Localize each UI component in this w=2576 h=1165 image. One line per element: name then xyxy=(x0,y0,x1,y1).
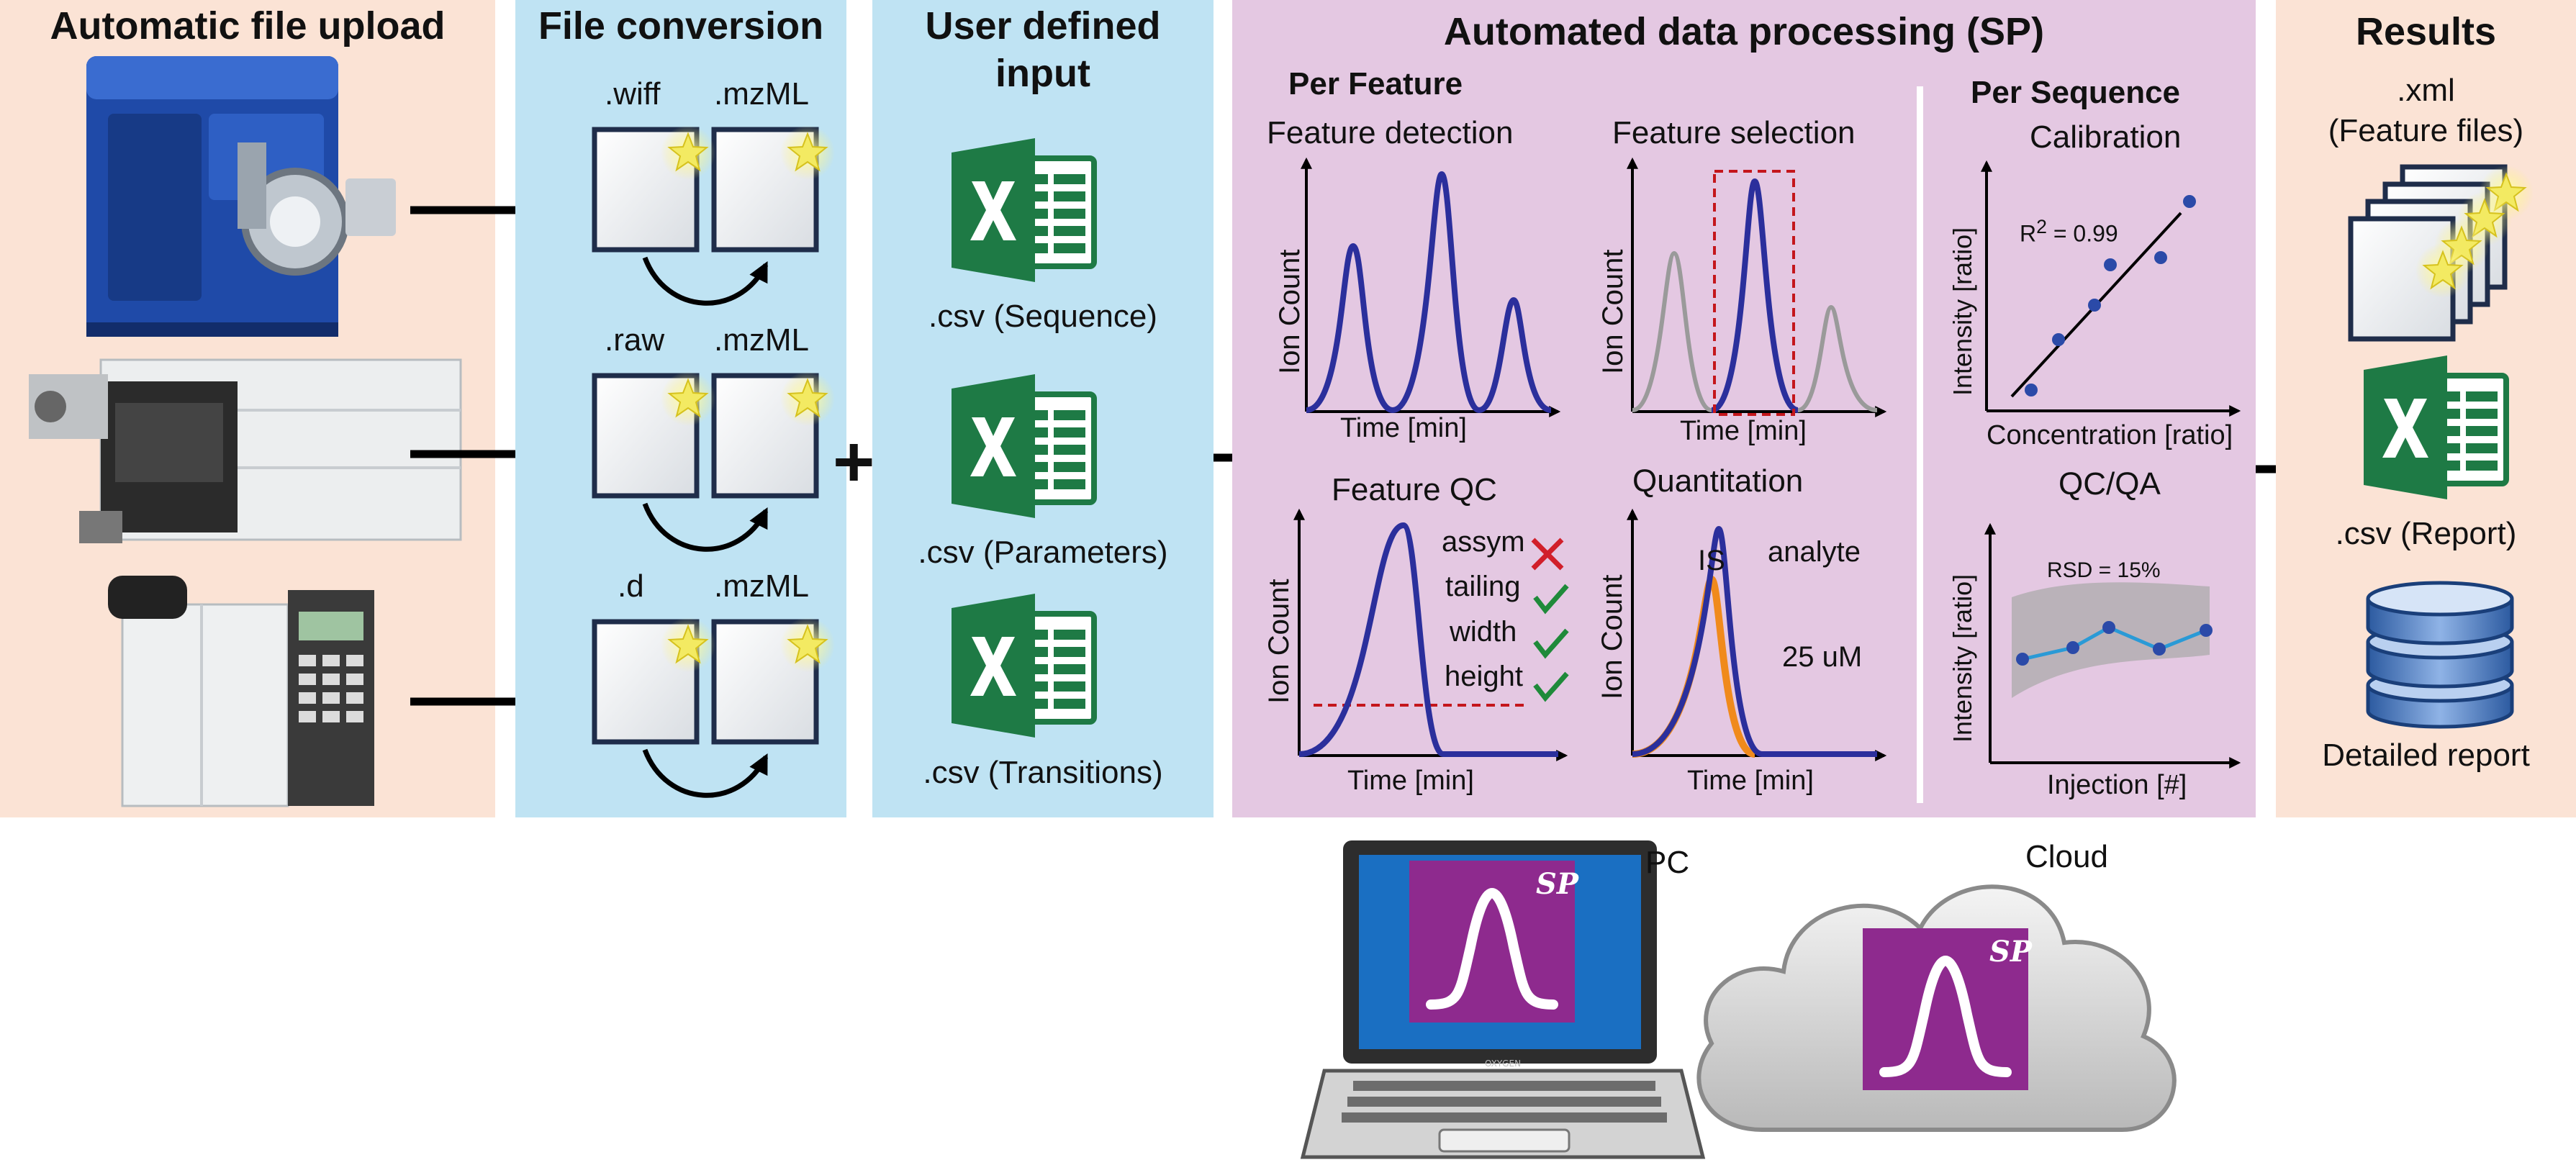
star-icon xyxy=(660,617,716,673)
y-axis-label: Ion Count xyxy=(1597,249,1629,374)
gc-instrument-icon xyxy=(108,576,374,807)
source-ext-label: .raw xyxy=(605,322,665,358)
per-feature-heading: Per Feature xyxy=(1288,66,1463,101)
panel-title: File conversion xyxy=(538,4,824,47)
y-axis-label: Ion Count xyxy=(1596,574,1628,699)
star-icon xyxy=(779,371,836,427)
check-icon xyxy=(1533,628,1569,659)
y-axis-label: Ion Count xyxy=(1263,579,1295,704)
selected-peak xyxy=(1710,178,1799,413)
target-ext-label: .mzML xyxy=(714,568,809,604)
excel-icon xyxy=(2361,355,2512,499)
feature-qc-plot xyxy=(1293,508,1569,761)
per-sequence-heading: Per Sequence xyxy=(1971,75,2181,110)
star-icon xyxy=(779,617,836,673)
target-ext-label: .mzML xyxy=(714,322,809,358)
transitions-csv-label: .csv (Transitions) xyxy=(923,755,1163,790)
pc-label: PC xyxy=(1645,845,1690,880)
x-axis-label: Time [min] xyxy=(1340,413,1467,443)
qc-check-label: height xyxy=(1445,661,1523,692)
quantitation-title: Quantitation xyxy=(1632,463,1804,499)
concentration-label: 25 uM xyxy=(1782,641,1863,673)
is-label: IS xyxy=(1698,545,1725,576)
feature-selection-title: Feature selection xyxy=(1612,115,1856,150)
target-ext-label: .mzML xyxy=(714,76,809,112)
star-icon xyxy=(2415,242,2471,299)
selection-box xyxy=(1713,170,1795,416)
chromatogram-peaks xyxy=(1306,171,1552,414)
xml-label-line2: (Feature files) xyxy=(2328,113,2524,148)
conversion-row xyxy=(595,617,836,798)
conversion-row xyxy=(595,371,836,552)
analyte-label: analyte xyxy=(1768,536,1861,568)
conversion-documents xyxy=(587,124,836,798)
excel-icon xyxy=(949,594,1100,738)
feature-detection-plot xyxy=(1301,157,1561,417)
feature-qc-title: Feature QC xyxy=(1332,472,1497,507)
qc-check-label: tailing xyxy=(1445,571,1521,602)
cloud-label: Cloud xyxy=(2025,839,2108,874)
panel-divider xyxy=(1917,86,1923,803)
feature-selection-plot xyxy=(1627,157,1887,417)
qc-peak xyxy=(1298,522,1558,757)
panel-automated-data-processing: Automated data processing (SP) xyxy=(1232,0,2256,817)
plus-sign: + xyxy=(833,422,875,502)
star-icon xyxy=(660,124,716,181)
mass-spectrometer-blue-icon xyxy=(86,56,396,337)
y-axis-label: Intensity [ratio] xyxy=(1948,227,1977,396)
qc-check-label: width xyxy=(1450,616,1517,648)
star-icon xyxy=(660,371,716,427)
calibration-plot xyxy=(1981,160,2241,417)
qc-points xyxy=(2016,621,2213,666)
panel-title-line2: input xyxy=(995,52,1090,95)
panel-title: Automated data processing (SP) xyxy=(1443,10,2045,53)
y-axis-label: Intensity [ratio] xyxy=(1948,574,1977,743)
detailed-report-label: Detailed report xyxy=(2322,738,2530,773)
sequence-csv-label: .csv (Sequence) xyxy=(928,299,1157,334)
fail-cross-icon xyxy=(1531,538,1564,571)
convert-arrow xyxy=(642,748,769,798)
analyte-peak xyxy=(1632,525,1877,757)
xml-label: .xml xyxy=(2397,73,2455,108)
qcqa-plot xyxy=(1984,522,2241,769)
calibration-title: Calibration xyxy=(2030,119,2182,155)
check-icon xyxy=(1533,584,1569,615)
calibration-points xyxy=(2025,195,2196,396)
parameters-csv-label: .csv (Parameters) xyxy=(918,535,1168,570)
quantitation-plot xyxy=(1627,508,1887,761)
feature-files-stack-icon xyxy=(2348,158,2534,345)
excel-icon xyxy=(949,374,1100,518)
panel-title-line1: User defined xyxy=(925,4,1161,47)
excel-icon xyxy=(949,138,1100,282)
x-axis-label: Injection [#] xyxy=(2047,770,2187,800)
check-icon xyxy=(1533,671,1569,702)
panel-title: Automatic file upload xyxy=(50,4,446,47)
qc-check-label: assym xyxy=(1442,526,1525,558)
x-axis-label: Time [min] xyxy=(1347,766,1474,796)
conversion-row xyxy=(595,124,836,306)
convert-arrow xyxy=(642,256,769,306)
convert-arrow xyxy=(642,502,769,552)
r-squared-label: R2 = 0.99 xyxy=(2020,216,2118,247)
source-ext-label: .wiff xyxy=(605,76,661,112)
qcqa-title: QC/QA xyxy=(2058,466,2161,502)
rsd-label: RSD = 15% xyxy=(2047,558,2161,582)
star-icon xyxy=(779,124,836,181)
database-icon xyxy=(2366,581,2514,729)
x-axis-label: Time [min] xyxy=(1687,766,1814,796)
x-axis-label: Concentration [ratio] xyxy=(1987,420,2233,450)
feature-detection-title: Feature detection xyxy=(1267,115,1514,150)
laptop-brand-text: OXYGEN xyxy=(1485,1059,1521,1069)
confidence-band xyxy=(2012,582,2210,698)
y-axis-label: Ion Count xyxy=(1274,249,1306,374)
sp-logo-text: SP xyxy=(1989,935,2032,969)
sp-logo-text: SP xyxy=(1536,867,1578,901)
x-axis-label: Time [min] xyxy=(1680,416,1807,446)
lc-ms-instrument-icon xyxy=(29,358,462,543)
panel-title: Results xyxy=(2355,10,2497,53)
csv-report-label: .csv (Report) xyxy=(2335,516,2517,551)
source-ext-label: .d xyxy=(618,568,644,604)
